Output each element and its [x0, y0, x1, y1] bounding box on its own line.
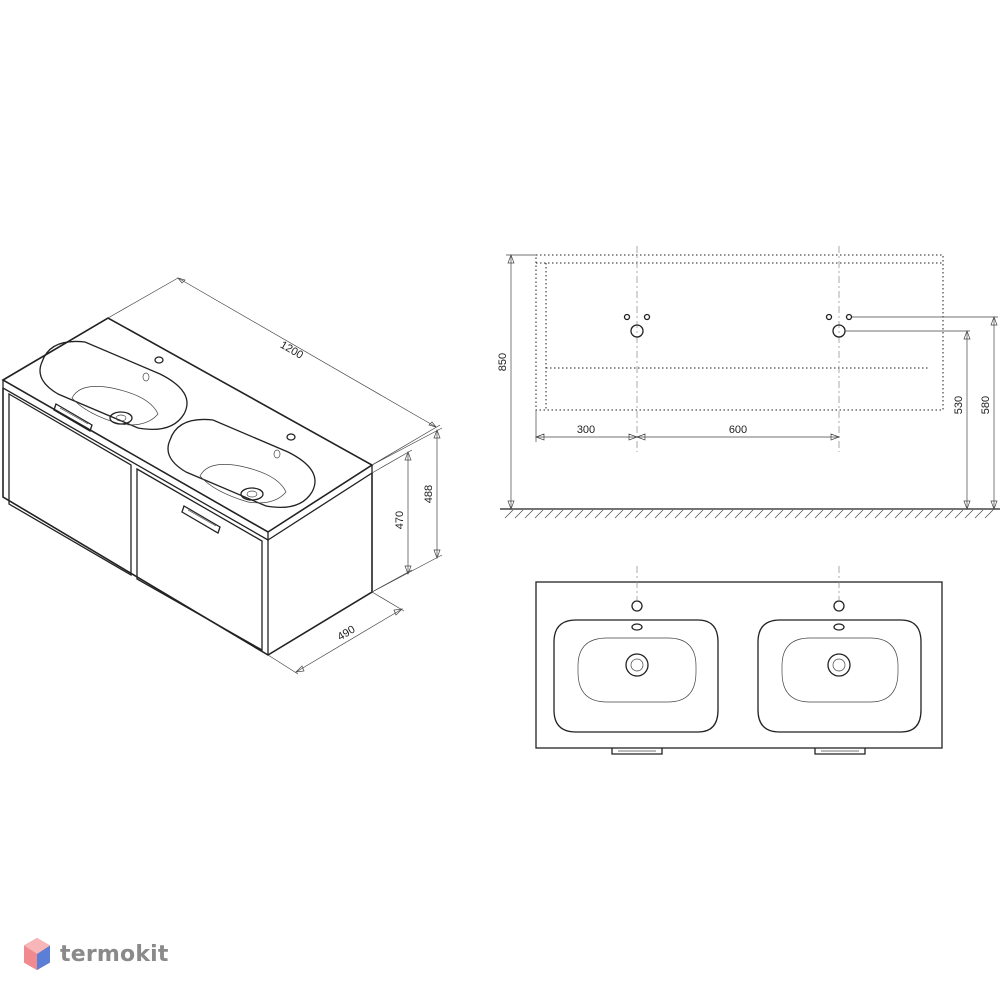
- dim-label-height-total: 488: [423, 485, 435, 503]
- dim-label-height-cabinet: 470: [394, 511, 406, 529]
- iso-basin-left: [39, 340, 188, 431]
- front-dim-supply-height: 580: [980, 316, 998, 510]
- hidden-cabinet-outline: [535, 254, 944, 411]
- iso-dim-depth: 490: [267, 591, 405, 675]
- right-drawer-handle: [181, 505, 221, 534]
- dim-label-front-height: 850: [497, 353, 509, 371]
- left-drawer-front: [8, 392, 132, 577]
- top-basin-right: [757, 600, 922, 733]
- iso-dim-width: 1200: [107, 277, 441, 466]
- cabinet-outline: [2, 388, 373, 656]
- top-handle-left: [611, 748, 663, 755]
- top-outline: [535, 581, 943, 749]
- iso-dim-height-cabinet: 470: [371, 449, 413, 593]
- top-view: [535, 566, 943, 755]
- front-view: 850 530 580 300 600: [497, 246, 1000, 519]
- dim-label-depth: 490: [335, 624, 357, 644]
- dim-label-supply-height: 580: [980, 396, 992, 414]
- front-dim-horizontal: 300 600: [535, 410, 840, 442]
- top-basin-left: [553, 600, 719, 733]
- right-drawer-front: [136, 467, 263, 652]
- left-drawer-handle: [53, 403, 93, 432]
- left-connection-points: [623, 313, 651, 338]
- dim-label-width: 1200: [278, 339, 305, 362]
- brand-watermark: termokit: [22, 934, 169, 974]
- front-dim-drain-height: 530: [953, 330, 971, 510]
- dim-label-spacing: 600: [729, 424, 747, 436]
- countertop-outline: [1, 317, 374, 533]
- isometric-view: 1200 488 470 490: [1, 277, 443, 675]
- hidden-drawer-line: [545, 263, 930, 410]
- hexagon-cube-icon: [24, 938, 50, 970]
- brand-name: termokit: [60, 941, 169, 967]
- dim-label-drain-height: 530: [953, 396, 965, 414]
- floor-hatching: [504, 509, 994, 519]
- dim-label-offset: 300: [577, 424, 595, 436]
- front-dim-height: 850: [497, 254, 515, 510]
- iso-basin-right: [167, 418, 316, 509]
- top-handle-right: [814, 748, 866, 755]
